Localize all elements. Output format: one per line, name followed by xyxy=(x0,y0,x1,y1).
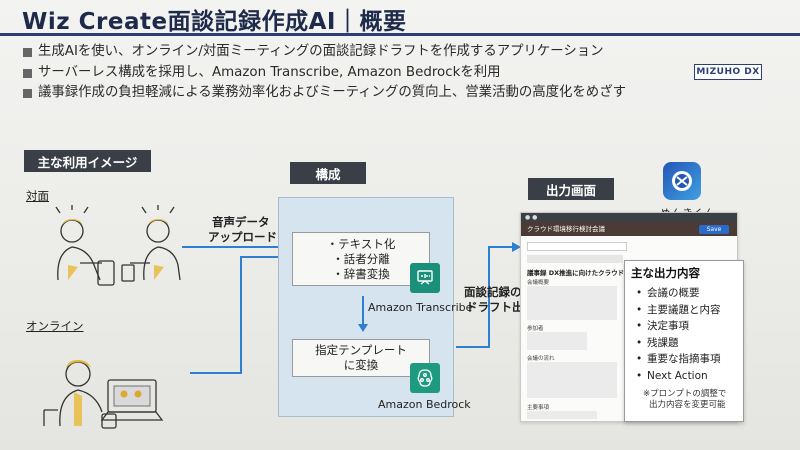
screen-heading: 議事録 DX推進に向けたクラウド環境移行の検討 xyxy=(527,269,670,277)
internal-arrow xyxy=(362,296,364,326)
bullet-item: 議事録作成の負担軽減による業務効率化およびミーティングの質向上、営業活動の高度化… xyxy=(22,83,626,104)
upload-arrow-online-v xyxy=(240,256,242,374)
draft-arrow-h1 xyxy=(456,346,490,348)
draft-arrow-v xyxy=(488,246,490,348)
screen-field-box xyxy=(527,332,587,350)
screen-field-label: 参加者 xyxy=(527,326,544,332)
slide-title: Wiz Create面談記録作成AI｜概要 xyxy=(22,9,407,35)
main-output-panel: 主な出力内容 会議の概要 主要議題と内容 決定事項 残課題 重要な指摘事項 Ne… xyxy=(624,260,744,422)
draft-arrow-h2 xyxy=(488,246,514,248)
arrow-head-icon xyxy=(512,242,521,252)
arrow-head-icon xyxy=(358,324,368,332)
screen-tab-bar xyxy=(527,255,623,263)
transcribe-item: ・テキスト化 xyxy=(326,237,396,251)
face-to-face-label: 対面 xyxy=(26,189,49,203)
upload-label-line1: 音声データ xyxy=(212,215,270,229)
screen-search-input[interactable] xyxy=(527,242,627,251)
upload-arrow-online-h xyxy=(190,372,242,374)
output-item: Next Action xyxy=(635,368,743,385)
template-text: 指定テンプレート xyxy=(315,343,407,357)
output-item: 決定事項 xyxy=(635,318,743,335)
title-divider xyxy=(0,33,800,36)
output-item: 会議の概要 xyxy=(635,285,743,302)
upload-arrow-face xyxy=(182,246,290,248)
mizuho-dx-logo: MIZUHO DX xyxy=(694,64,762,80)
screen-field-label: 主要事項 xyxy=(527,405,550,411)
draft-label-line1: 面談記録の xyxy=(464,285,522,299)
output-note-line: ※プロンプトの調整で xyxy=(643,389,727,399)
bullet-item: サーバーレス構成を採用し、Amazon Transcribe, Amazon B… xyxy=(22,63,626,84)
usage-header: 主な利用イメージ xyxy=(24,150,151,172)
upload-label-line2: アップロード xyxy=(208,230,277,244)
menkikun-mascot-icon xyxy=(663,162,701,200)
transcribe-box: ・テキスト化 ・話者分離 ・辞書変換 xyxy=(292,232,430,286)
upload-arrow-online-top xyxy=(240,256,290,258)
bullet-item: 生成AIを使い、オンライン/対面ミーティングの面談記録ドラフトを作成するアプリケ… xyxy=(22,42,626,63)
screen-field-box xyxy=(527,286,617,320)
transcribe-name: Amazon Transcribe xyxy=(368,301,473,314)
screen-titlebar: ● ● xyxy=(521,213,737,222)
summary-bullets: 生成AIを使い、オンライン/対面ミーティングの面談記録ドラフトを作成するアプリケ… xyxy=(22,42,626,104)
online-meeting-illustration-icon xyxy=(43,360,164,429)
output-note-line: 出力内容を変更可能 xyxy=(649,400,726,410)
screen-field-label: 会議の流れ xyxy=(527,356,555,362)
transcribe-item: ・話者分離 xyxy=(332,252,390,266)
output-note: ※プロンプトの調整で 出力内容を変更可能 xyxy=(625,389,743,411)
screen-header: クラウド環境移行検討会議 xyxy=(521,222,737,236)
screen-field-label: 会議概要 xyxy=(527,280,550,286)
template-text: に変換 xyxy=(343,358,379,372)
output-header: 出力画面 xyxy=(528,178,614,200)
bedrock-name: Amazon Bedrock xyxy=(378,398,471,411)
template-box: 指定テンプレート に変換 xyxy=(292,339,430,377)
screen-save-button[interactable]: Save xyxy=(699,225,729,234)
face-to-face-illustration-icon xyxy=(55,205,181,286)
online-label: オンライン xyxy=(26,319,84,333)
transcribe-item: ・辞書変換 xyxy=(332,267,390,281)
output-item: 残課題 xyxy=(635,335,743,352)
draft-label-line2: ドラフト出力 xyxy=(466,300,535,314)
amazon-transcribe-icon xyxy=(410,263,440,293)
screen-field-box xyxy=(527,411,597,419)
output-item: 重要な指摘事項 xyxy=(635,351,743,368)
output-item: 主要議題と内容 xyxy=(635,302,743,319)
screen-field-box xyxy=(527,362,617,398)
config-header: 構成 xyxy=(290,162,366,184)
output-panel-title: 主な出力内容 xyxy=(631,266,700,280)
amazon-bedrock-icon xyxy=(410,363,440,393)
